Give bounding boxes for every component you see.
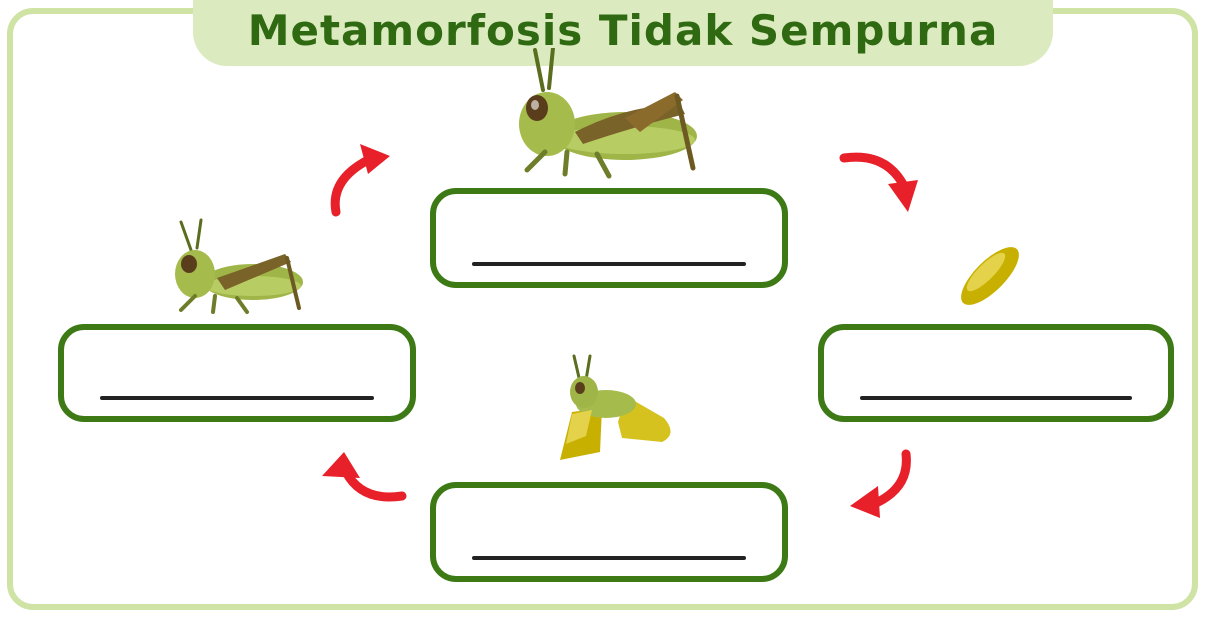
nymph-hatching-icon: [560, 354, 671, 460]
answer-line: [860, 396, 1132, 400]
cycle-arrow-bottom-to-left: [322, 452, 407, 502]
cycle-arrow-right-to-bottom: [850, 449, 911, 518]
cycle-arrow-left-to-top: [330, 144, 390, 217]
young-grasshopper-icon: [175, 218, 303, 314]
answer-line: [472, 556, 746, 560]
worksheet-frame: Metamorfosis Tidak Sempurna: [7, 0, 1198, 610]
adult-grasshopper-icon: [519, 48, 697, 179]
answer-line: [100, 396, 374, 400]
egg-icon: [961, 247, 1019, 305]
cycle-arrow-top-to-right: [839, 152, 918, 212]
answer-line: [472, 262, 746, 266]
page-title: Metamorfosis Tidak Sempurna: [247, 5, 999, 55]
answer-box-nymph[interactable]: [430, 482, 788, 582]
answer-box-egg[interactable]: [818, 324, 1174, 422]
title-banner: Metamorfosis Tidak Sempurna: [193, 0, 1053, 66]
answer-box-adult[interactable]: [430, 188, 788, 288]
answer-box-young[interactable]: [58, 324, 416, 422]
